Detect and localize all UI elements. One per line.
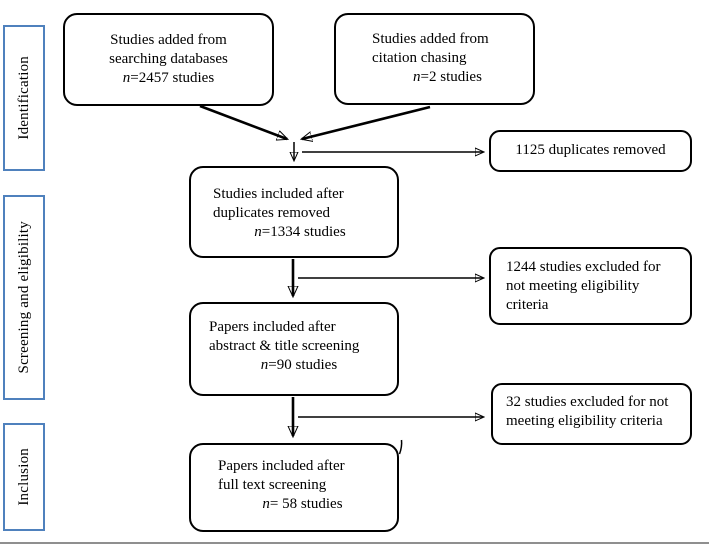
box-line: 1125 duplicates removed bbox=[515, 142, 666, 158]
box-line: 32 studies excluded for not bbox=[506, 394, 669, 410]
box-line: meeting eligibility criteria bbox=[506, 413, 663, 429]
stage-inclusion-label: Inclusion bbox=[15, 448, 32, 506]
box-line: Papers included after bbox=[218, 458, 345, 474]
box-duplicates-removed: 1125 duplicates removed bbox=[489, 130, 692, 172]
box-line: citation chasing bbox=[372, 50, 467, 66]
box-line: full text screening bbox=[218, 477, 327, 493]
box-line: Studies added from bbox=[372, 31, 489, 47]
box-included-after-duplicates: Studies included after duplicates removed… bbox=[189, 166, 399, 258]
box-full-text-screening: Papers included after full text screening… bbox=[189, 443, 399, 532]
box-line: Studies included after bbox=[213, 186, 344, 202]
stage-identification-label: Identification bbox=[15, 56, 32, 140]
box-line: n=2 studies bbox=[413, 69, 482, 85]
box-line: abstract & title screening bbox=[209, 338, 360, 354]
box-line: not meeting eligibility bbox=[506, 278, 640, 294]
box-line: duplicates removed bbox=[213, 205, 331, 221]
arrow-citation-to-merge bbox=[302, 105, 431, 139]
box-line: n= 58 studies bbox=[262, 496, 343, 512]
box-line: n=2457 studies bbox=[122, 70, 215, 86]
stage-screening-eligibility: Screening and eligibility bbox=[3, 195, 45, 400]
box-line: Studies added from bbox=[110, 32, 227, 48]
box-studies-citation-chasing: Studies added from citation chasing n=2 st… bbox=[334, 13, 535, 105]
arrow-databases-to-merge bbox=[199, 104, 287, 139]
box-line: n=90 studies bbox=[260, 357, 338, 373]
stage-identification: Identification bbox=[3, 25, 45, 171]
box-studies-from-databases: Studies added from searching databases n=2… bbox=[63, 13, 274, 106]
box-line: 1244 studies excluded for bbox=[506, 259, 661, 275]
box-line: n=1334 studies bbox=[254, 224, 346, 240]
box-excluded-eligibility-1244: 1244 studies excluded for not meeting eli… bbox=[489, 247, 692, 325]
stage-inclusion: Inclusion bbox=[3, 423, 45, 531]
box-abstract-title-screening: Papers included after abstract & title sc… bbox=[189, 302, 399, 396]
box-line: criteria bbox=[506, 297, 549, 313]
stray-mark bbox=[398, 439, 403, 455]
box-line: searching databases bbox=[109, 51, 228, 67]
box-line: Papers included after bbox=[209, 319, 336, 335]
box-excluded-eligibility-32: 32 studies excluded for not meeting eligi… bbox=[491, 383, 692, 445]
stage-screening-eligibility-label: Screening and eligibility bbox=[15, 221, 32, 374]
